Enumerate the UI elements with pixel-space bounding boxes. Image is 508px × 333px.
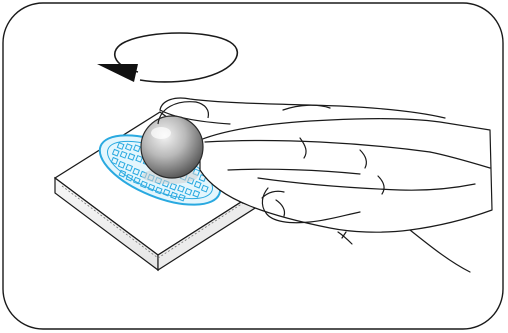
index-fingertip: [157, 101, 210, 125]
counterclockwise-arrow-icon: [97, 32, 239, 83]
hand-icon: [159, 97, 493, 273]
trackball-ball-icon: [140, 115, 204, 184]
